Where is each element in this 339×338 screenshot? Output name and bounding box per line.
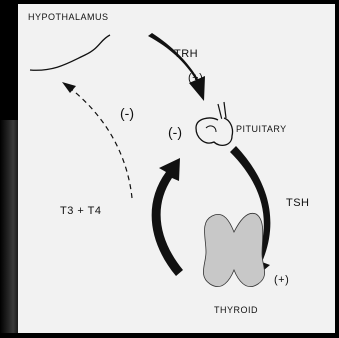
hypothalamus-label: HYPOTHALAMUS bbox=[28, 12, 109, 22]
trh-label: TRH bbox=[174, 48, 198, 60]
hormones-label: T3 + T4 bbox=[60, 205, 102, 217]
pituitary-label: PITUITARY bbox=[236, 124, 287, 134]
tsh-sign: (+) bbox=[274, 274, 289, 286]
thyroid-label: THYROID bbox=[214, 305, 258, 315]
feedback-pituitary-sign: (-) bbox=[168, 124, 182, 140]
feedback-hypothalamus-sign: (-) bbox=[120, 105, 134, 121]
trh-sign: (+) bbox=[188, 72, 203, 84]
tsh-label: TSH bbox=[286, 197, 310, 209]
